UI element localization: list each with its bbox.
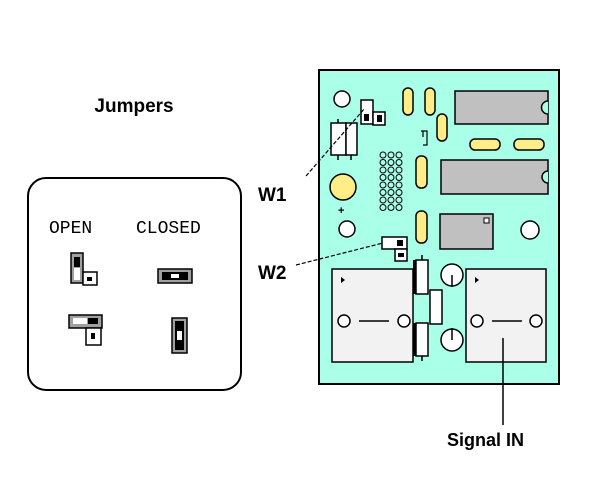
header-pin xyxy=(387,189,395,196)
capacitor xyxy=(469,138,501,151)
header-pin xyxy=(387,174,395,181)
center-components xyxy=(413,255,464,361)
legend-box xyxy=(27,177,242,391)
capacitor xyxy=(424,87,436,116)
capacitor xyxy=(402,87,414,116)
header-pin xyxy=(379,166,387,174)
capacitor xyxy=(415,210,428,244)
header-pin xyxy=(395,151,403,159)
header-pin xyxy=(379,204,387,211)
header-pin xyxy=(387,196,395,204)
mounting-hole xyxy=(333,90,351,108)
header-pin xyxy=(395,174,403,181)
ic-chip-small xyxy=(439,213,494,250)
legend-closed-label: CLOSED xyxy=(136,219,201,239)
legend-title: Jumpers xyxy=(94,96,173,117)
capacitor xyxy=(513,138,545,151)
header-pin xyxy=(395,196,403,204)
legend-open-label: OPEN xyxy=(49,219,92,239)
polarity-mark: + xyxy=(338,205,344,217)
w2-leader-line xyxy=(295,242,384,266)
closed-jumper-horizontal-icon xyxy=(157,268,193,284)
header-pin xyxy=(395,166,403,174)
jumper-w1 xyxy=(360,99,386,126)
ic-chip xyxy=(440,159,549,195)
header-pin xyxy=(379,174,387,181)
open-jumper-horizontal-icon xyxy=(68,314,103,346)
header-pin xyxy=(387,159,395,166)
header-pin xyxy=(379,151,387,159)
mounting-hole xyxy=(520,220,540,240)
resistor-pair xyxy=(330,119,358,160)
w2-label: W2 xyxy=(258,263,287,284)
header-pin xyxy=(395,204,403,211)
header-pin xyxy=(395,159,403,166)
signal-in-label: Signal IN xyxy=(447,430,524,450)
electrolytic-capacitor xyxy=(329,173,357,201)
trace-mark xyxy=(421,130,428,146)
header-pin xyxy=(395,189,403,196)
header-pin xyxy=(387,204,395,211)
relay-left xyxy=(331,268,414,363)
header-pin xyxy=(387,151,395,159)
w1-label: W1 xyxy=(258,185,287,206)
header-pin xyxy=(379,181,387,189)
header-pin xyxy=(387,166,395,174)
capacitor xyxy=(436,113,448,142)
open-jumper-vertical-icon xyxy=(70,252,98,286)
header-pin xyxy=(395,181,403,189)
mounting-hole xyxy=(338,220,356,238)
closed-jumper-vertical-icon xyxy=(171,317,188,354)
pin-header xyxy=(379,151,403,211)
header-pin xyxy=(379,159,387,166)
relay-right xyxy=(465,268,547,363)
header-pin xyxy=(379,196,387,204)
header-pin xyxy=(387,181,395,189)
header-pin xyxy=(379,189,387,196)
capacitor xyxy=(415,155,428,189)
w1-leader-line xyxy=(305,107,366,177)
jumper-w2 xyxy=(381,236,408,262)
ic-chip xyxy=(454,90,549,125)
